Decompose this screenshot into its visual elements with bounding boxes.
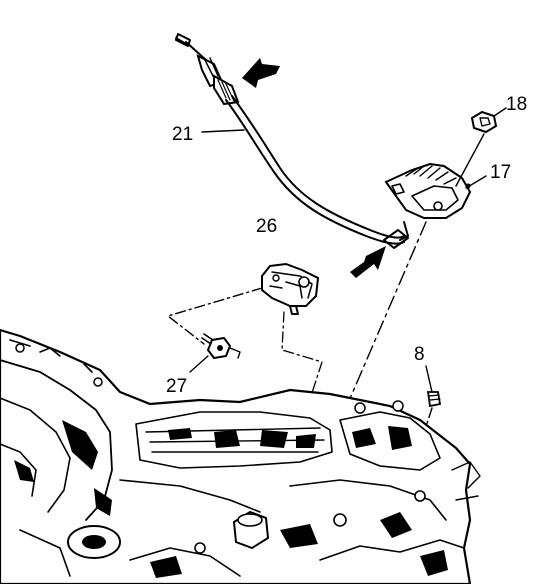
transmission-housing	[0, 328, 481, 584]
bolt-part	[167, 287, 263, 373]
nut-part	[455, 107, 507, 187]
range-selector-lever	[384, 162, 487, 241]
callout-21: 21	[172, 124, 193, 145]
callout-27: 27	[166, 376, 187, 397]
callout-18: 18	[506, 94, 527, 115]
callout-labels: 18 17 21 26 27 8	[166, 94, 527, 397]
pointer-arrow-lower	[350, 246, 386, 278]
callout-8: 8	[414, 344, 425, 365]
callout-26: 26	[256, 216, 277, 237]
callout-17: 17	[490, 162, 511, 183]
switch-part	[261, 262, 323, 431]
pointer-arrow-upper	[242, 58, 280, 88]
shift-cable	[175, 33, 409, 249]
leader-21	[201, 129, 245, 133]
